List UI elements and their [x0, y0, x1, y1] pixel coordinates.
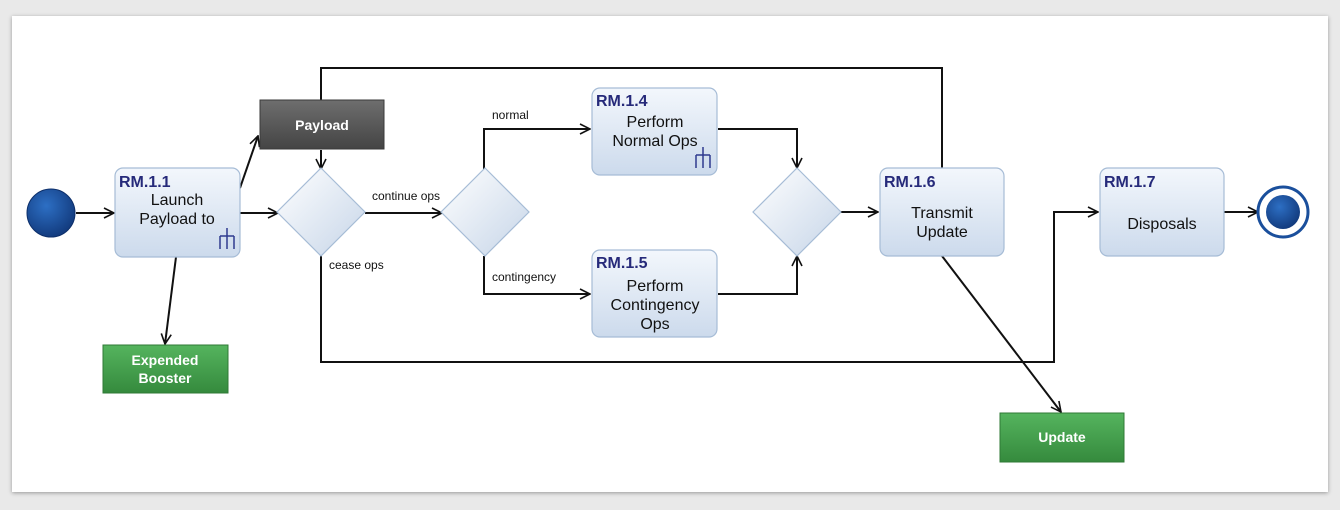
flow-transmit-loop-back — [320, 67, 943, 168]
flow-normal-ops-to-merge — [718, 128, 797, 168]
action-rm-1-5[interactable]: RM.1.5 Perform Contingency Ops — [591, 249, 718, 338]
label-continue-ops: continue ops — [372, 189, 440, 203]
decision-node-ops[interactable] — [440, 167, 530, 257]
flow-contingency — [483, 256, 590, 294]
object-payload[interactable]: Payload — [259, 99, 385, 150]
action-rm-1-7[interactable]: RM.1.7 Disposals — [1099, 167, 1225, 257]
label-normal: normal — [492, 108, 529, 122]
action-rm-1-6[interactable]: RM.1.6 Transmit Update — [879, 167, 1005, 257]
action-label-line: Transmit — [911, 205, 973, 222]
action-rm-1-4[interactable]: RM.1.4 Perform Normal Ops — [591, 87, 718, 176]
action-label-line: Ops — [640, 316, 669, 333]
action-code: RM.1.6 — [884, 174, 936, 191]
label-cease-ops: cease ops — [329, 258, 384, 272]
trident-icon — [219, 228, 235, 249]
action-label-line: Normal Ops — [612, 133, 697, 150]
control-flows — [76, 67, 1258, 412]
object-label: Payload — [295, 117, 349, 133]
action-label-line: Launch — [151, 192, 204, 209]
action-rm-1-1[interactable]: RM.1.1 Launch Payload to — [114, 167, 241, 258]
action-label-line: Contingency — [611, 297, 700, 314]
flow-launch-to-payload — [239, 136, 258, 189]
object-label: Update — [1038, 429, 1086, 445]
diagram-canvas: continue ops cease ops normal contingenc… — [12, 16, 1328, 492]
trident-icon — [695, 147, 711, 168]
action-label-line: Disposals — [1127, 216, 1196, 233]
flow-transmit-to-update — [941, 255, 1061, 412]
object-label-line: Expended — [132, 352, 199, 368]
object-expended-booster[interactable]: Expended Booster — [102, 344, 229, 394]
action-code: RM.1.5 — [596, 255, 648, 272]
label-contingency: contingency — [492, 270, 556, 284]
action-code: RM.1.1 — [119, 174, 171, 191]
action-label-line: Perform — [627, 278, 684, 295]
flow-contingency-ops-to-merge — [718, 256, 797, 295]
action-code: RM.1.7 — [1104, 174, 1156, 191]
initial-node[interactable] — [26, 188, 76, 238]
action-code: RM.1.4 — [596, 93, 648, 110]
action-label-line: Perform — [627, 114, 684, 131]
final-node[interactable] — [1256, 185, 1310, 239]
action-label-line: Payload to — [139, 211, 215, 228]
object-update[interactable]: Update — [999, 412, 1125, 463]
flow-normal — [483, 129, 590, 170]
object-label-line: Booster — [139, 370, 192, 386]
merge-node-ops[interactable] — [752, 167, 842, 257]
flow-launch-to-expended-booster — [165, 256, 177, 344]
activity-diagram: continue ops cease ops normal contingenc… — [26, 67, 1310, 463]
flow-cease-ops — [320, 212, 1098, 363]
action-label-line: Update — [916, 224, 968, 241]
decision-node-launch[interactable] — [276, 167, 366, 257]
